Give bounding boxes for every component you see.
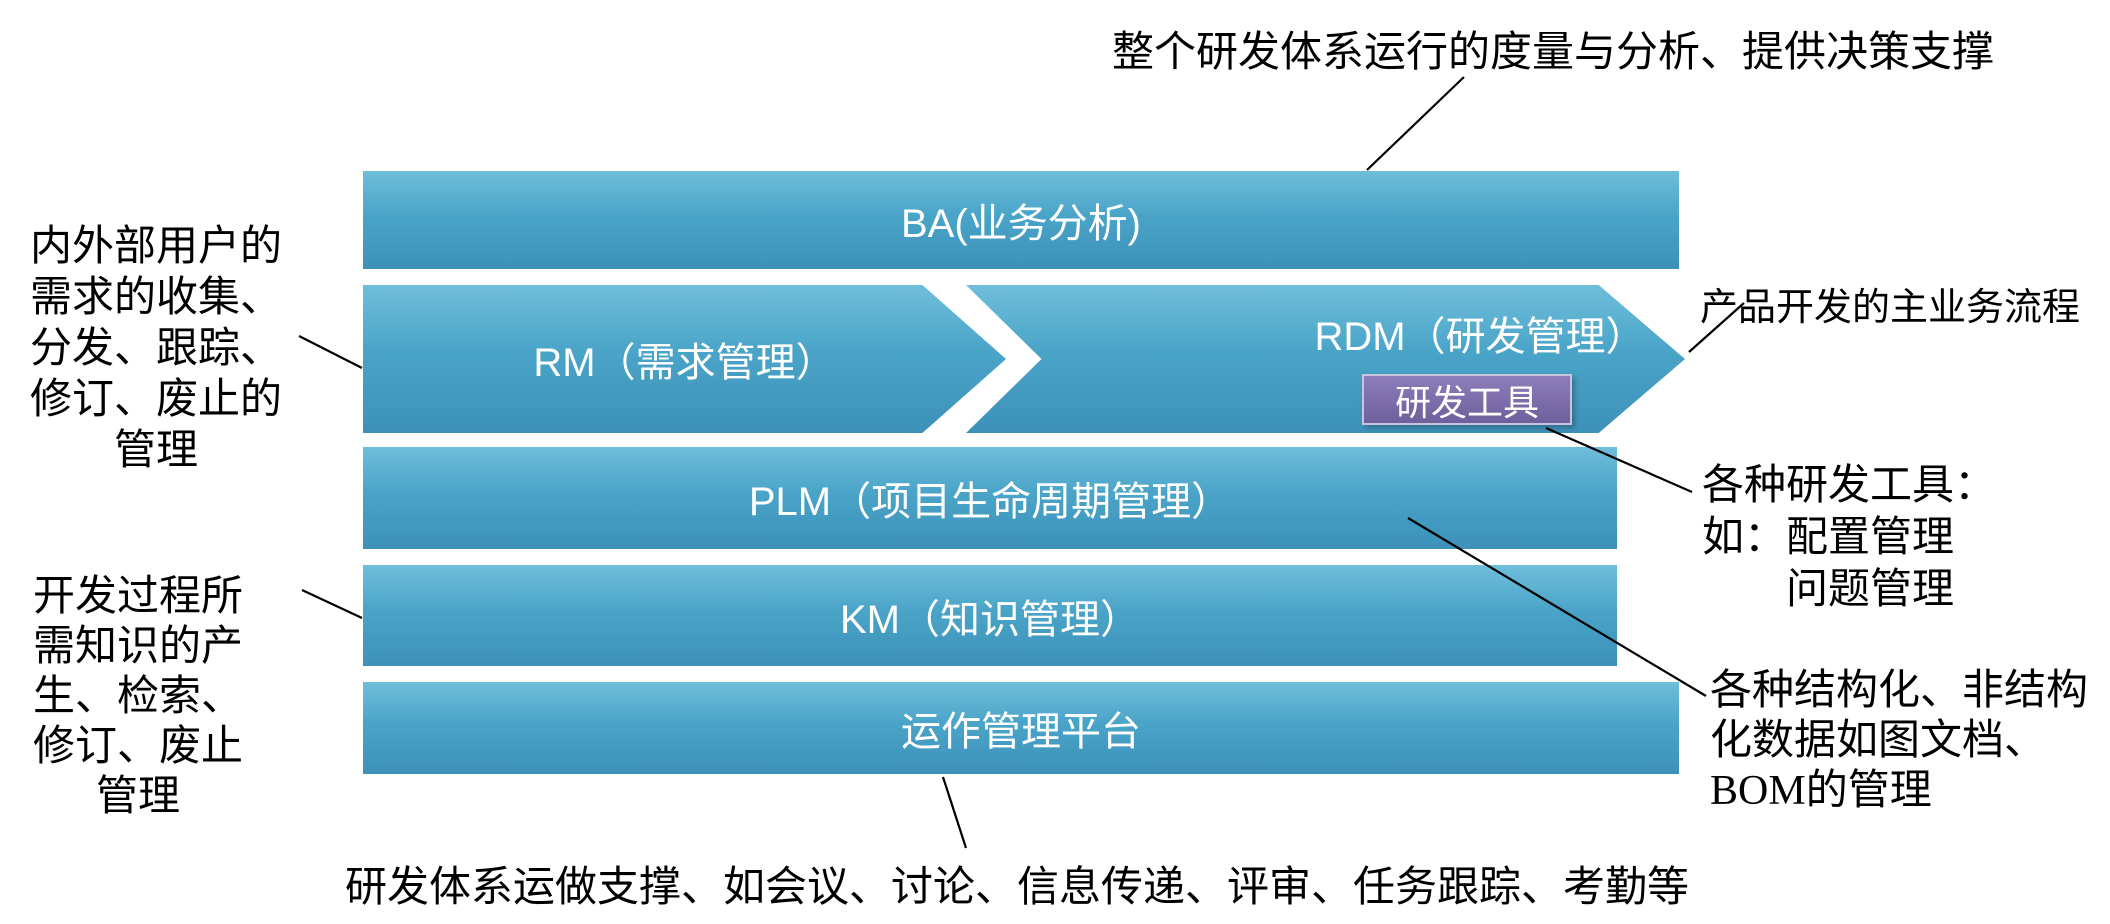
bar-plm-label: PLM（项目生命周期管理） [748,480,1232,524]
annotation-right-middle-line: 各种研发工具： [1702,463,1997,509]
annotation-left-top: 内外部用户的 需求的收集、 分发、跟踪、 修订、废止的 管理 [25,222,287,477]
annotation-right-bottom-line: 化数据如图文档、 [1710,718,2047,764]
annotation-left-top-line: 需求的收集、 [29,275,282,321]
bar-business-analysis-label: BA(业务分析) [901,202,1141,246]
bar-business-analysis: BA(业务分析) [363,171,1679,269]
dev-tool-box: 研发工具 [1362,374,1572,425]
annotation-right-middle: 各种研发工具： 如：配置管理 问题管理 [1702,460,1996,616]
annotation-right-bottom-line: BOM的管理 [1710,768,1932,814]
connector-lefttop-to-rm [298,335,363,369]
annotation-left-top-line: 分发、跟踪、 [29,326,282,372]
bar-operation-platform: 运作管理平台 [363,682,1679,774]
annotation-left-top-line: 内外部用户的 [29,224,282,270]
bar-rd-management-arrow [966,285,1685,433]
bar-knowledge-management-label: KM（知识管理） [840,597,1140,642]
annotation-right-bottom-line: 各种结构化、非结构 [1710,668,2089,714]
annotation-left-bottom-line: 修订、废止 [32,724,243,770]
bar-operation-platform-label: 运作管理平台 [901,710,1141,754]
annotation-bottom: 研发体系运做支撑、如会议、讨论、信息传递、评审、任务跟踪、考勤等 [345,865,1690,911]
annotation-right-bottom: 各种结构化、非结构 化数据如图文档、 BOM的管理 [1710,666,2088,816]
bar-knowledge-management: KM（知识管理） [363,565,1617,666]
annotation-left-bottom-line: 管理 [95,774,180,820]
annotation-left-top-line: 管理 [113,428,198,474]
bar-requirement-management-arrow: RM（需求管理） [363,285,1006,433]
annotation-top: 整个研发体系运行的度量与分析、提供决策支撑 [1112,30,1995,76]
bar-plm: PLM（项目生命周期管理） [363,447,1617,549]
connector-leftbottom-to-km [301,589,363,619]
annotation-right-middle-line: 问题管理 [1786,567,1955,613]
annotation-left-bottom-line: 需知识的产 [32,624,243,670]
bar-requirement-management-label: RM（需求管理） [533,341,836,385]
dev-tool-label: 研发工具 [1394,382,1539,423]
connector-ops-to-bottom [941,776,968,849]
annotation-left-bottom: 开发过程所 需知识的产 生、检索、 修订、废止 管理 [22,572,254,822]
annotation-left-bottom-line: 生、检索、 [32,674,243,720]
connector-top-to-ba [1366,76,1465,171]
annotation-left-bottom-line: 开发过程所 [32,574,243,620]
annotation-right-top: 产品开发的主业务流程 [1700,287,2081,329]
annotation-right-middle-line: 如：配置管理 [1702,515,1955,561]
annotation-left-top-line: 修订、废止的 [29,377,282,423]
